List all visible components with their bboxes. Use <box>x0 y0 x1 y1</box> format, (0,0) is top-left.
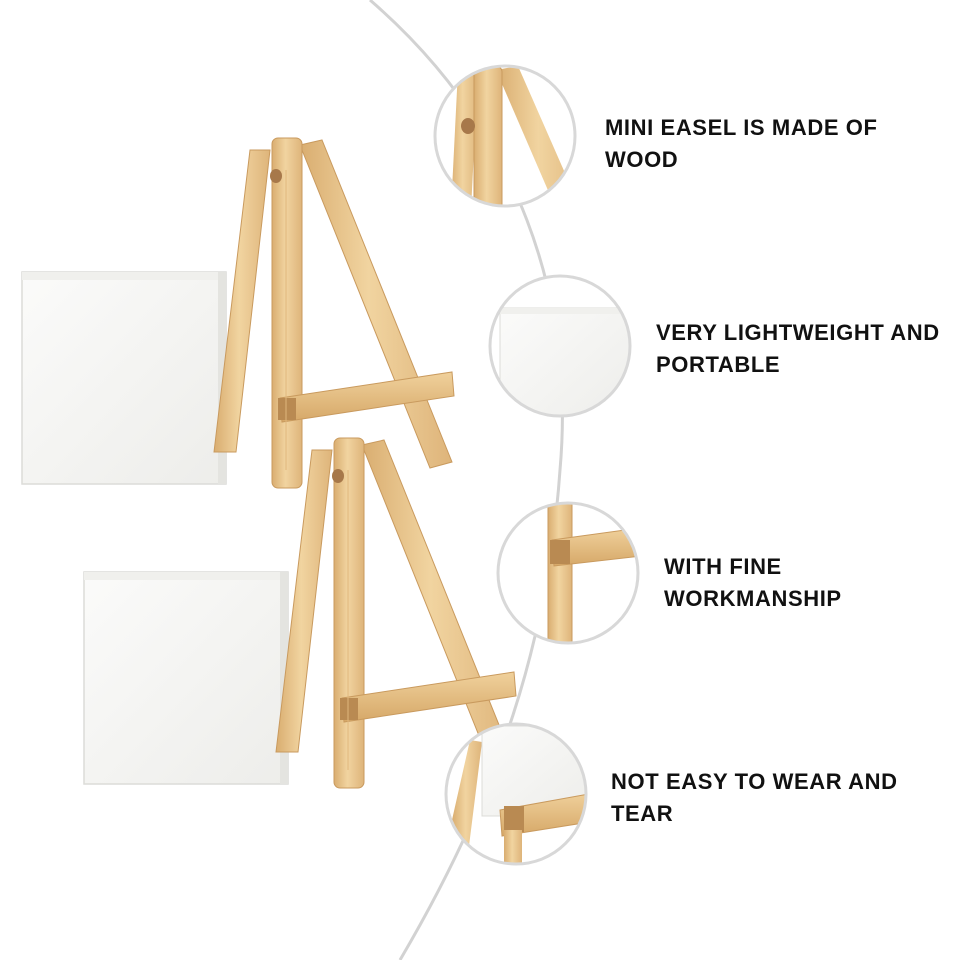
feature-line: WORKMANSHIP <box>664 586 842 611</box>
feature-text-wood: MINI EASEL IS MADE OF WOOD <box>605 112 878 176</box>
easel-with-canvas-top <box>21 137 455 489</box>
feature-line: VERY LIGHTWEIGHT AND <box>656 320 940 345</box>
easel-with-canvas-bottom <box>83 437 517 789</box>
feature-line: WOOD <box>605 147 679 172</box>
feature-line: MINI EASEL IS MADE OF <box>605 115 878 140</box>
feature-line: WITH FINE <box>664 554 782 579</box>
joint-detail-icon <box>496 501 640 645</box>
feature-line: NOT EASY TO WEAR AND <box>611 769 898 794</box>
feature-line: TEAR <box>611 801 674 826</box>
feature-text-durable: NOT EASY TO WEAR AND TEAR <box>611 766 898 830</box>
easel-top-detail-icon <box>433 64 577 208</box>
canvas-detail-icon <box>488 274 632 418</box>
feature-text-lightweight: VERY LIGHTWEIGHT AND PORTABLE <box>656 317 940 381</box>
feature-text-workmanship: WITH FINE WORKMANSHIP <box>664 551 842 615</box>
easel-canvas-detail-icon <box>444 722 588 866</box>
feature-line: PORTABLE <box>656 352 781 377</box>
